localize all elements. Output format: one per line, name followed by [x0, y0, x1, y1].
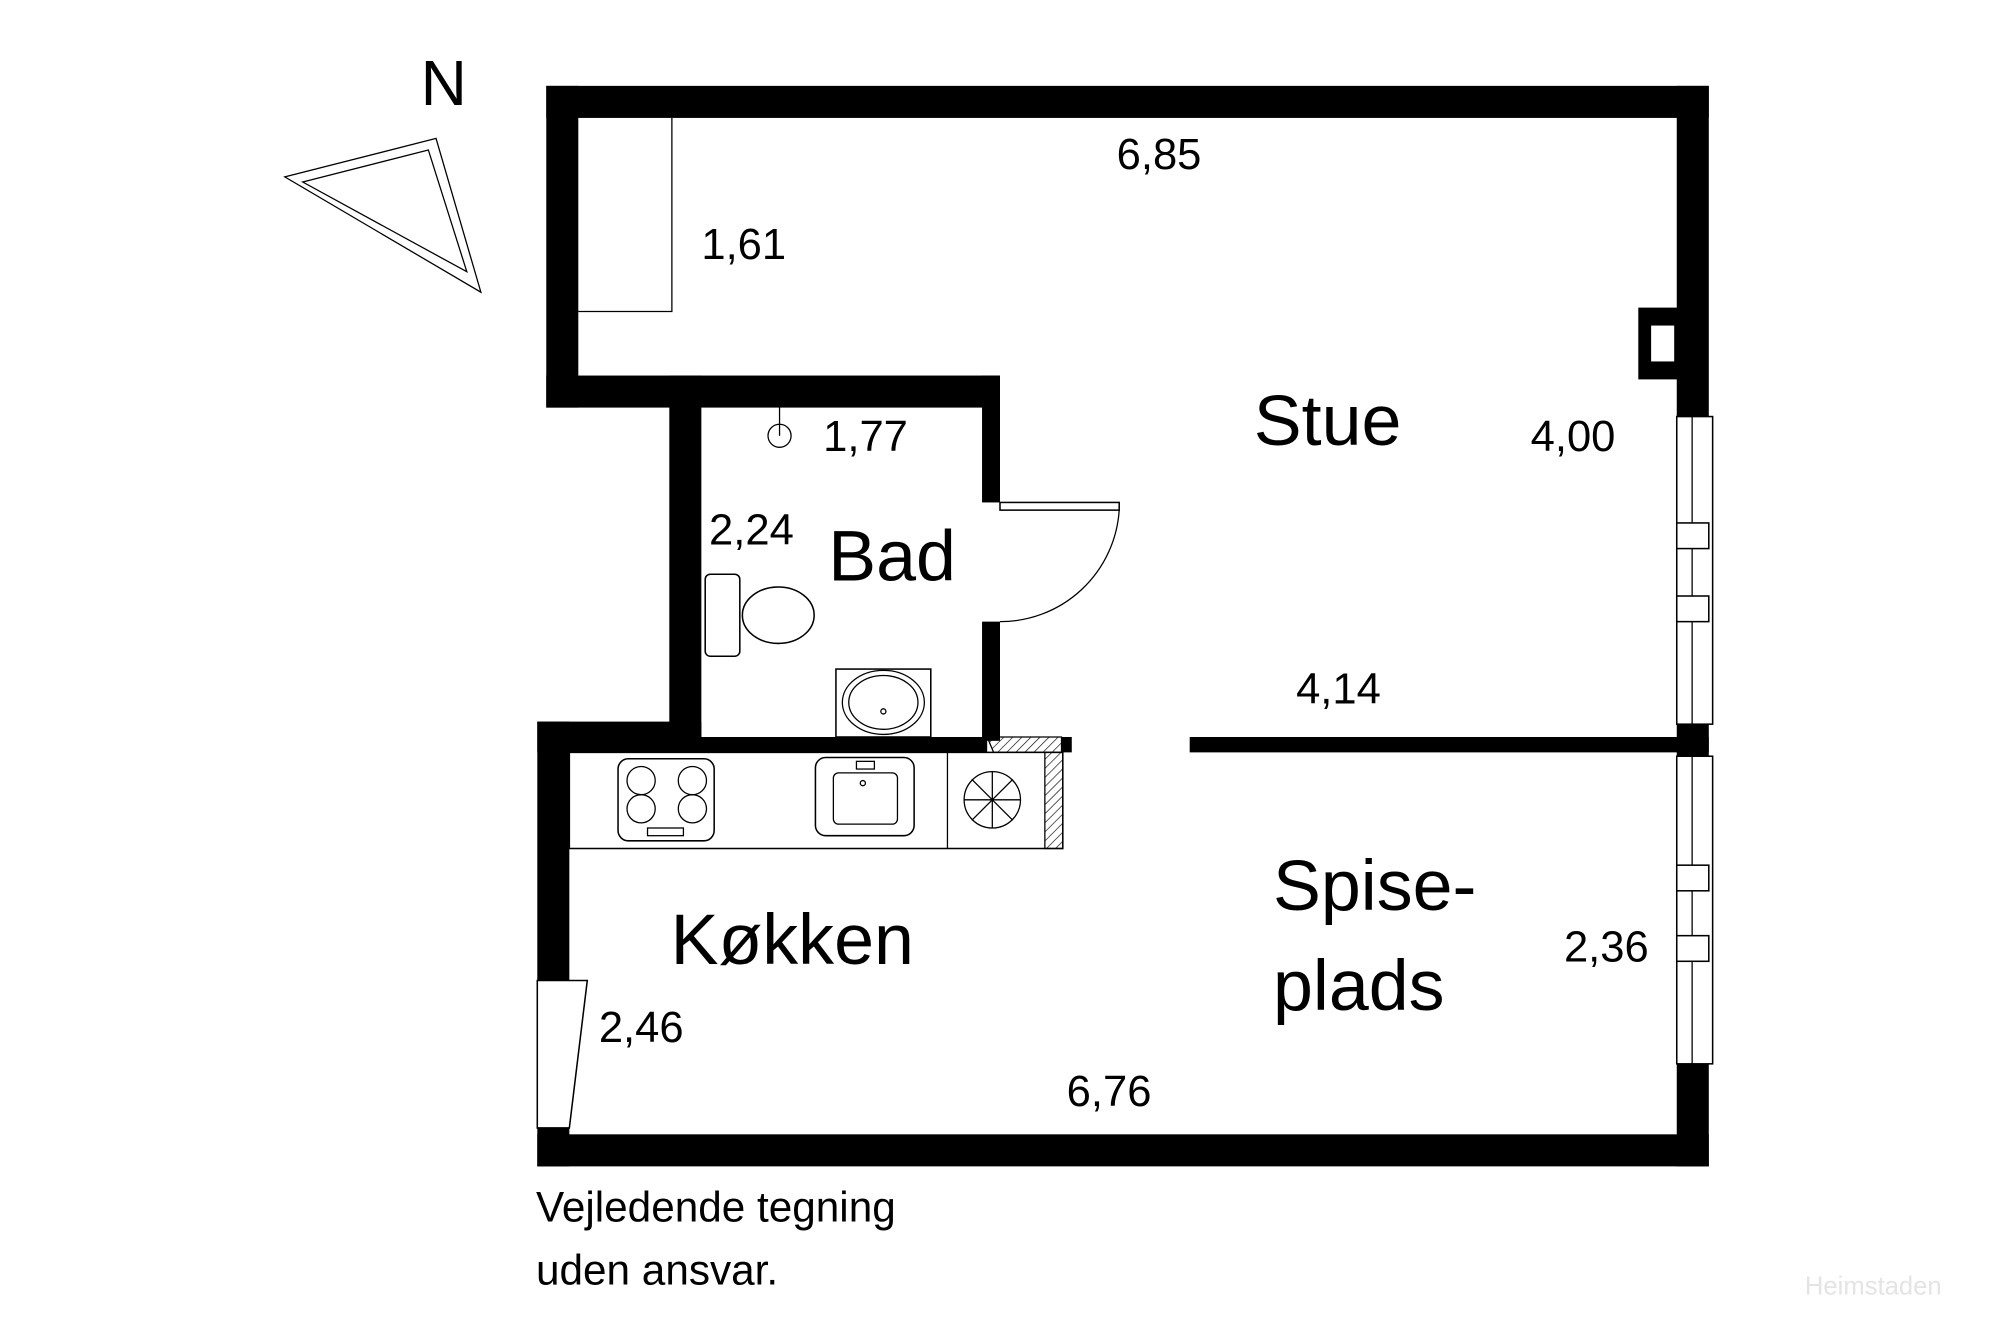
dim-spise-depth: 2,36: [1564, 923, 1649, 971]
dim-bottom-width: 6,76: [1067, 1068, 1152, 1116]
room-label-bad: Bad: [828, 517, 956, 597]
window-spiseplads: [1675, 755, 1714, 1065]
dim-alcove: 1,61: [701, 221, 786, 269]
north-arrow-icon: [283, 137, 482, 294]
wardrobe-outline: [578, 117, 673, 313]
window-stue: [1675, 415, 1714, 725]
disclaimer-line-2: uden ansvar.: [536, 1246, 778, 1293]
dim-top-width: 6,85: [1117, 131, 1202, 179]
kitchen-sink-icon: [814, 756, 915, 837]
bath-door: [999, 501, 1120, 623]
watermark: Heimstaden: [1805, 1273, 1942, 1301]
walls: [537, 85, 1709, 1167]
shower-icon: [767, 397, 792, 448]
dim-kokken-depth: 2,46: [599, 1004, 684, 1052]
fan-icon: [963, 770, 1022, 829]
room-label-spiseplads-2: plads: [1273, 946, 1445, 1026]
dim-stue-width: 4,14: [1296, 666, 1381, 714]
disclaimer-line-1: Vejledende tegning: [536, 1183, 896, 1230]
dim-bad-width: 1,77: [823, 413, 908, 461]
dim-stue-depth: 4,00: [1531, 413, 1616, 461]
room-label-spiseplads-1: Spise-: [1273, 846, 1476, 926]
bathroom-sink-icon: [835, 668, 932, 738]
dim-bad-depth: 2,24: [709, 507, 794, 555]
toilet-icon: [704, 573, 815, 658]
north-label: N: [421, 47, 467, 119]
room-label-stue: Stue: [1254, 381, 1402, 461]
room-label-kokken: Køkken: [671, 900, 914, 980]
stove-icon: [617, 758, 715, 842]
window-kokken: [536, 979, 589, 1129]
